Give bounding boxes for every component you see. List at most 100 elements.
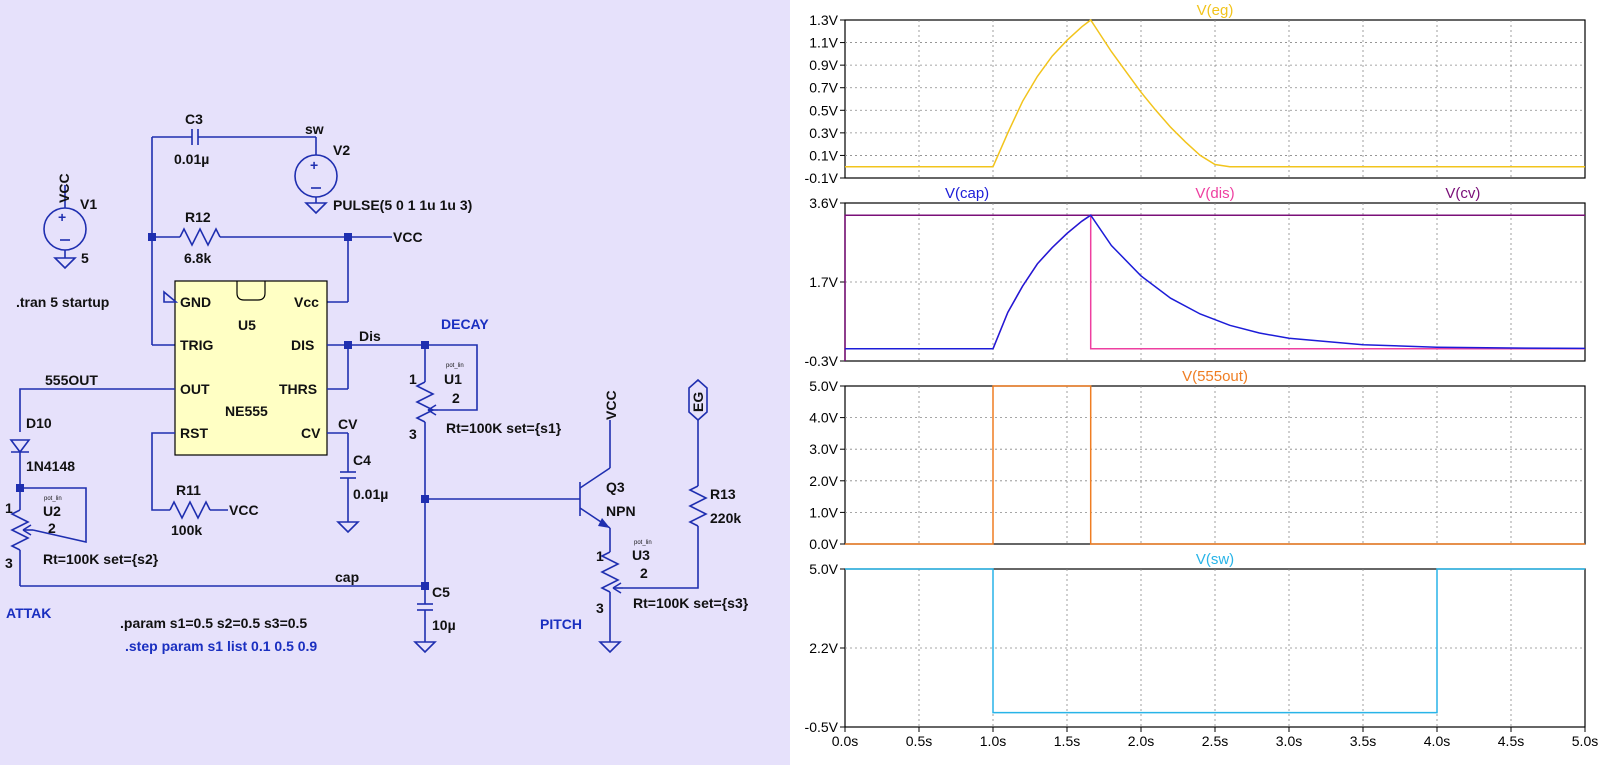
- y-tick-label: 0.7V: [809, 80, 838, 96]
- trace-title[interactable]: V(cv): [1445, 185, 1480, 202]
- 555out-net-label: 555OUT: [45, 372, 98, 388]
- x-tick-label: 3.0s: [1276, 733, 1302, 749]
- trace-line[interactable]: [844, 214, 1585, 361]
- resistor-r11[interactable]: [169, 500, 228, 520]
- tran-directive[interactable]: .tran 5 startup: [16, 294, 109, 310]
- r11-value: 100k: [171, 522, 202, 538]
- cv-net-label: CV: [338, 416, 358, 432]
- r12-value: 6.8k: [184, 250, 211, 266]
- trace-line[interactable]: [845, 18, 1585, 168]
- u1-pin1: 1: [409, 371, 417, 387]
- capacitor-c5[interactable]: [413, 590, 437, 654]
- decay-label: DECAY: [441, 316, 489, 332]
- trace-line[interactable]: [845, 214, 1586, 350]
- c5-name: C5: [432, 584, 450, 600]
- u2-pin1: 1: [5, 500, 13, 516]
- q3-type: NPN: [606, 503, 636, 519]
- plot-pane-frame[interactable]: [844, 19, 1586, 179]
- u3-pin3: 3: [596, 600, 604, 616]
- u2-model-label: pot_lin: [44, 496, 62, 502]
- trace-title[interactable]: V(sw): [1196, 551, 1234, 568]
- y-tick-label: 5.0V: [809, 561, 838, 577]
- u3-name: U3: [632, 547, 650, 563]
- pin-trig: TRIG: [180, 337, 214, 353]
- r13-name: R13: [710, 486, 736, 502]
- trace-title[interactable]: V(eg): [1197, 2, 1234, 19]
- y-tick-label: 1.0V: [809, 504, 838, 520]
- cap-net-label: cap: [335, 569, 359, 585]
- eg-port[interactable]: [688, 378, 708, 486]
- q3-name: Q3: [606, 479, 625, 495]
- u2-pin3: 3: [5, 555, 13, 571]
- potentiometer-u3[interactable]: [598, 526, 699, 654]
- waveform-canvas[interactable]: 1.3V1.1V0.9V0.7V0.5V0.3V0.1V-0.1VV(eg)3.…: [790, 0, 1600, 765]
- y-tick-label: 0.3V: [809, 125, 838, 141]
- y-tick-label: -0.3V: [805, 353, 839, 369]
- y-tick-label: 0.9V: [809, 57, 838, 73]
- transistor-q3[interactable]: [579, 420, 611, 552]
- x-tick-label: 1.5s: [1054, 733, 1080, 749]
- u2-name: U2: [43, 503, 61, 519]
- trace-title[interactable]: V(dis): [1195, 185, 1234, 202]
- y-tick-label: 0.1V: [809, 147, 838, 163]
- x-tick-label: 0.0s: [832, 733, 858, 749]
- u1-name: U1: [444, 371, 462, 387]
- potentiometer-u1[interactable]: [415, 344, 478, 590]
- y-tick-label: 1.7V: [809, 274, 838, 290]
- plot-pane-frame[interactable]: [844, 385, 1586, 545]
- x-tick-label: 2.0s: [1128, 733, 1154, 749]
- pin-gnd: GND: [180, 294, 211, 310]
- pin-out: OUT: [180, 381, 210, 397]
- dis-net-label: Dis: [359, 328, 381, 344]
- v1-value: 5: [81, 250, 89, 266]
- ic-ne555-u5[interactable]: [163, 280, 328, 456]
- pin-dis: DIS: [291, 337, 314, 353]
- d10-value: 1N4148: [26, 458, 75, 474]
- voltage-source-v2[interactable]: +: [294, 137, 338, 215]
- schematic-canvas[interactable]: + VCC V1 5 .tran 5 startup C3 0.01µ sw +…: [0, 0, 790, 765]
- u3-model-label: pot_lin: [634, 540, 652, 546]
- capacitor-c4[interactable]: [336, 433, 360, 534]
- sw-net-label: sw: [305, 121, 324, 137]
- capacitor-c3[interactable]: [152, 129, 316, 145]
- resistor-r12[interactable]: [152, 227, 392, 247]
- d10-name: D10: [26, 415, 52, 431]
- resistor-r13[interactable]: [688, 485, 708, 527]
- vcc-label-v1: VCC: [56, 173, 72, 203]
- c3-name: C3: [185, 111, 203, 127]
- trace-line[interactable]: [845, 385, 1585, 545]
- schematic-editor[interactable]: + VCC V1 5 .tran 5 startup C3 0.01µ sw +…: [0, 0, 790, 765]
- u2-pin2: 2: [48, 520, 56, 536]
- y-tick-label: -0.1V: [805, 170, 839, 186]
- diode-d10[interactable]: [9, 439, 31, 510]
- potentiometer-u2[interactable]: [10, 487, 425, 587]
- svg-text:+: +: [310, 157, 318, 173]
- voltage-source-v1[interactable]: +: [43, 185, 87, 270]
- step-directive[interactable]: .step param s1 list 0.1 0.5 0.9: [125, 638, 317, 654]
- y-tick-label: 4.0V: [809, 410, 838, 426]
- trace-line[interactable]: [845, 568, 1585, 714]
- u3-pin1: 1: [596, 548, 604, 564]
- pin-thrs: THRS: [279, 381, 317, 397]
- param-directive[interactable]: .param s1=0.5 s2=0.5 s3=0.5: [120, 615, 307, 631]
- pin-cv: CV: [301, 425, 321, 441]
- y-tick-label: 0.0V: [809, 536, 838, 552]
- r12-name: R12: [185, 209, 211, 225]
- u5-name: U5: [238, 317, 256, 333]
- eg-port-label: EG: [690, 392, 706, 412]
- u3-pin2: 2: [640, 565, 648, 581]
- y-tick-label: 2.0V: [809, 473, 838, 489]
- pin-rst: RST: [180, 425, 208, 441]
- trace-title[interactable]: V(555out): [1182, 368, 1248, 385]
- c3-value: 0.01µ: [174, 151, 209, 167]
- trace-title[interactable]: V(cap): [945, 185, 989, 202]
- y-tick-label: 1.1V: [809, 35, 838, 51]
- y-tick-label: 3.0V: [809, 441, 838, 457]
- ne555-label: NE555: [225, 403, 268, 419]
- c5-value: 10µ: [432, 617, 456, 633]
- r13-value: 220k: [710, 510, 741, 526]
- vcc-label-q3: VCC: [603, 390, 619, 420]
- v2-value: PULSE(5 0 1 1u 1u 3): [333, 197, 472, 213]
- v2-name: V2: [333, 142, 350, 158]
